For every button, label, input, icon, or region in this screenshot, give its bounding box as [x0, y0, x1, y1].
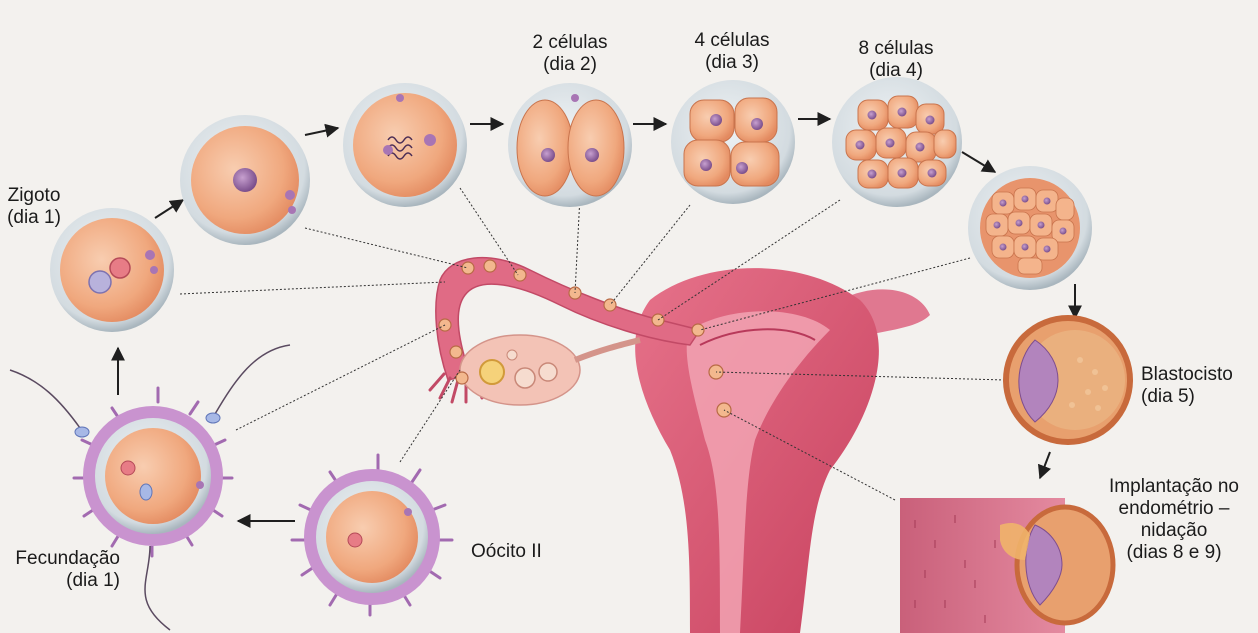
early-zygote-cell	[180, 115, 310, 245]
eight-cell-embryo	[832, 77, 962, 207]
two-cell-embryo	[508, 83, 632, 207]
zygote-cell	[50, 208, 174, 332]
label-4-cells: 4 células(dia 3)	[694, 30, 770, 73]
oocyte-ii	[290, 453, 454, 617]
uterus-illustration	[428, 257, 930, 633]
label-blastocisto: Blastocisto(dia 5)	[1141, 364, 1233, 407]
morula-embryo	[968, 166, 1092, 290]
label-8-cells: 8 células(dia 4)	[858, 38, 934, 81]
fertilization-cell	[9, 344, 291, 631]
label-fecundacao: Fecundação(dia 1)	[15, 548, 120, 591]
implantation-illustration	[900, 498, 1116, 633]
label-2-cells: 2 células(dia 2)	[532, 32, 608, 75]
sequence-arrows	[111, 112, 1082, 528]
mitosis-cell	[343, 83, 467, 207]
label-oocito: Oócito II	[471, 541, 542, 562]
four-cell-embryo	[671, 80, 795, 204]
blastocyst	[1003, 315, 1133, 445]
leader-lines	[179, 187, 1006, 501]
label-zigoto: Zigoto(dia 1)	[7, 185, 61, 228]
